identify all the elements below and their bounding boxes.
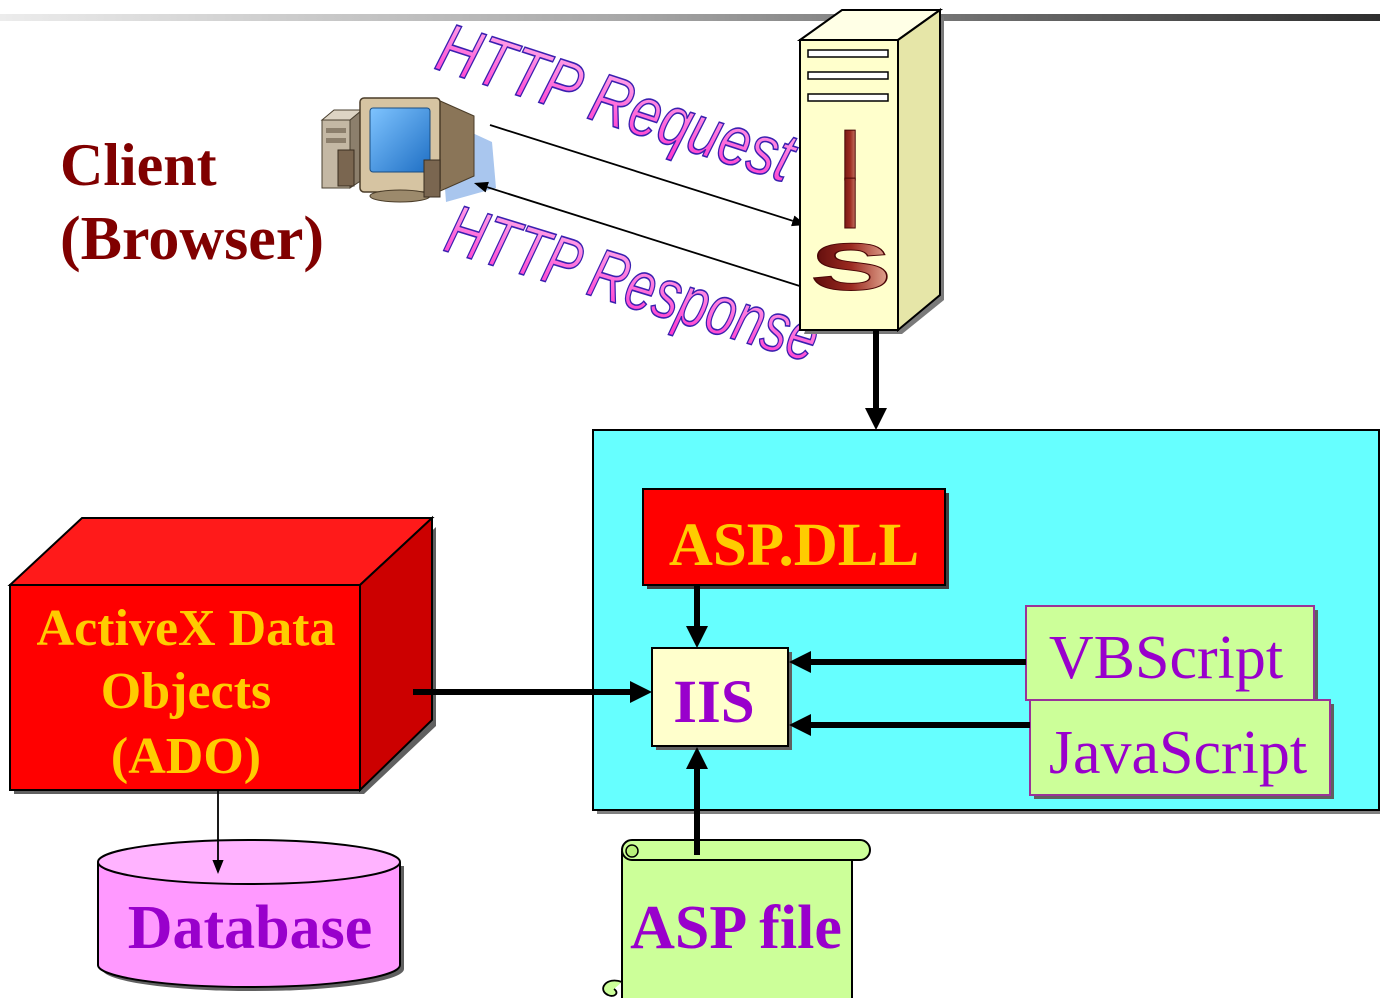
client-label-line2: (Browser) — [60, 205, 324, 273]
scroll-top-curl — [625, 844, 639, 858]
iis-box — [651, 647, 789, 747]
http-request-arrow — [489, 124, 807, 227]
server-side — [897, 8, 941, 333]
server-tower-icon: I I S — [796, 8, 944, 334]
javascript-box — [1029, 699, 1331, 796]
server-slot — [807, 49, 889, 58]
server-logo-letter: I — [840, 116, 860, 196]
iis-label: IIS — [673, 669, 754, 736]
server-logo-letter: S — [810, 230, 891, 305]
tower-drive-bay — [326, 128, 346, 133]
ado-label-line1: ActiveX Data — [37, 600, 336, 657]
vbscript-box — [1025, 605, 1315, 701]
computer-icon — [320, 97, 496, 203]
database-label: Database — [128, 894, 373, 962]
asp-dll-label: ASP.DLL — [669, 512, 919, 579]
database-body — [97, 862, 401, 988]
asp-file-label: ASP file — [630, 894, 842, 962]
asp-dll-box — [642, 488, 946, 586]
server-front — [799, 39, 899, 331]
speaker-right — [423, 159, 441, 198]
asp-file-scroll — [602, 839, 871, 998]
ado-label-line2: Objects — [101, 663, 271, 720]
http-response-label: HTTP Response — [438, 190, 829, 377]
scroll-bottom-curl — [602, 979, 623, 997]
monitor-screen — [369, 107, 431, 173]
server-slot — [807, 71, 889, 80]
server-slot — [807, 93, 889, 102]
vbscript-label: VBScript — [1049, 624, 1283, 692]
ado-cube — [7, 515, 436, 794]
ado-label-line3: (ADO) — [111, 728, 261, 785]
database-top — [97, 839, 401, 885]
scroll-top-roll — [621, 839, 871, 861]
monitor-back — [437, 99, 475, 193]
speaker-left — [337, 149, 355, 187]
ado-front-face — [9, 584, 361, 791]
monitor-base — [369, 189, 431, 203]
javascript-label: JavaScript — [1049, 719, 1307, 787]
top-rule — [0, 14, 1380, 21]
http-response-arrow — [473, 181, 807, 289]
server-logo-letter: I — [840, 164, 860, 244]
client-label-line1: Client — [60, 132, 217, 198]
tower-drive-bay — [326, 138, 346, 143]
ado-top-face — [7, 517, 435, 586]
